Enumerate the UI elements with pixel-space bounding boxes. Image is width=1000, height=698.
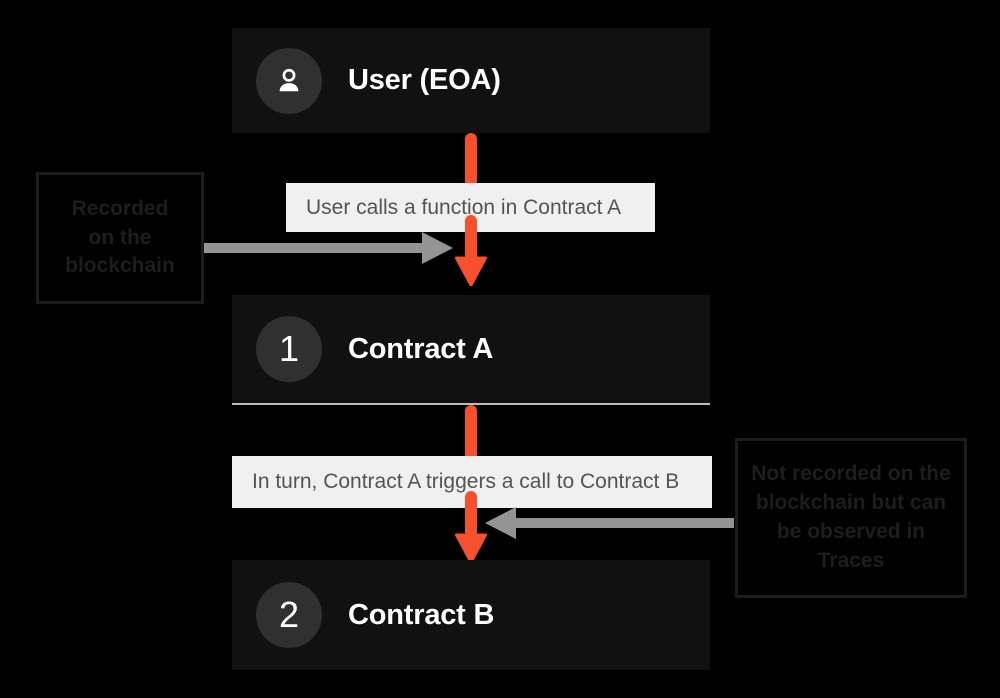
step-number-1: 1	[278, 328, 300, 369]
flow-arrow-contract-a-to-caption2	[455, 405, 487, 465]
annotation-arrow-right	[484, 505, 734, 541]
step-number-badge: 1	[256, 316, 322, 382]
note-left-line-1: Recorded	[71, 196, 169, 220]
node-contract-b[interactable]: 2 Contract B	[232, 560, 710, 670]
person-icon	[256, 47, 322, 114]
note-left-line-2: on the	[88, 225, 152, 249]
node-contract-a-label: Contract A	[348, 332, 494, 365]
note-not-recorded-traces: Not recorded on the blockchain but can b…	[735, 438, 967, 598]
note-right-line-3: be observed in	[776, 520, 926, 543]
flow-arrow-caption1-to-contract-a	[455, 215, 487, 286]
note-right-line-4: Traces	[817, 548, 885, 572]
node-contract-a[interactable]: 1 Contract A	[232, 295, 710, 405]
caption-1-text: User calls a function in Contract A	[306, 195, 622, 219]
note-right-line-1: Not recorded on the	[751, 462, 951, 486]
node-user-label: User (EOA)	[348, 64, 501, 96]
node-contract-b-label: Contract B	[348, 598, 495, 631]
note-recorded-on-blockchain: Recorded on the blockchain	[36, 172, 204, 304]
step-number-2: 2	[278, 594, 300, 635]
note-right-line-2: blockchain but can	[755, 491, 947, 515]
annotation-arrow-left	[204, 230, 454, 266]
caption-user-calls-function: User calls a function in Contract A	[286, 183, 655, 232]
note-left-line-3: blockchain	[65, 254, 175, 278]
step-number-badge: 2	[256, 582, 322, 648]
node-user-eoa[interactable]: User (EOA)	[232, 28, 710, 133]
flow-arrow-caption2-to-contract-b	[455, 491, 487, 563]
caption-2-text: In turn, Contract A triggers a call to C…	[252, 470, 680, 493]
